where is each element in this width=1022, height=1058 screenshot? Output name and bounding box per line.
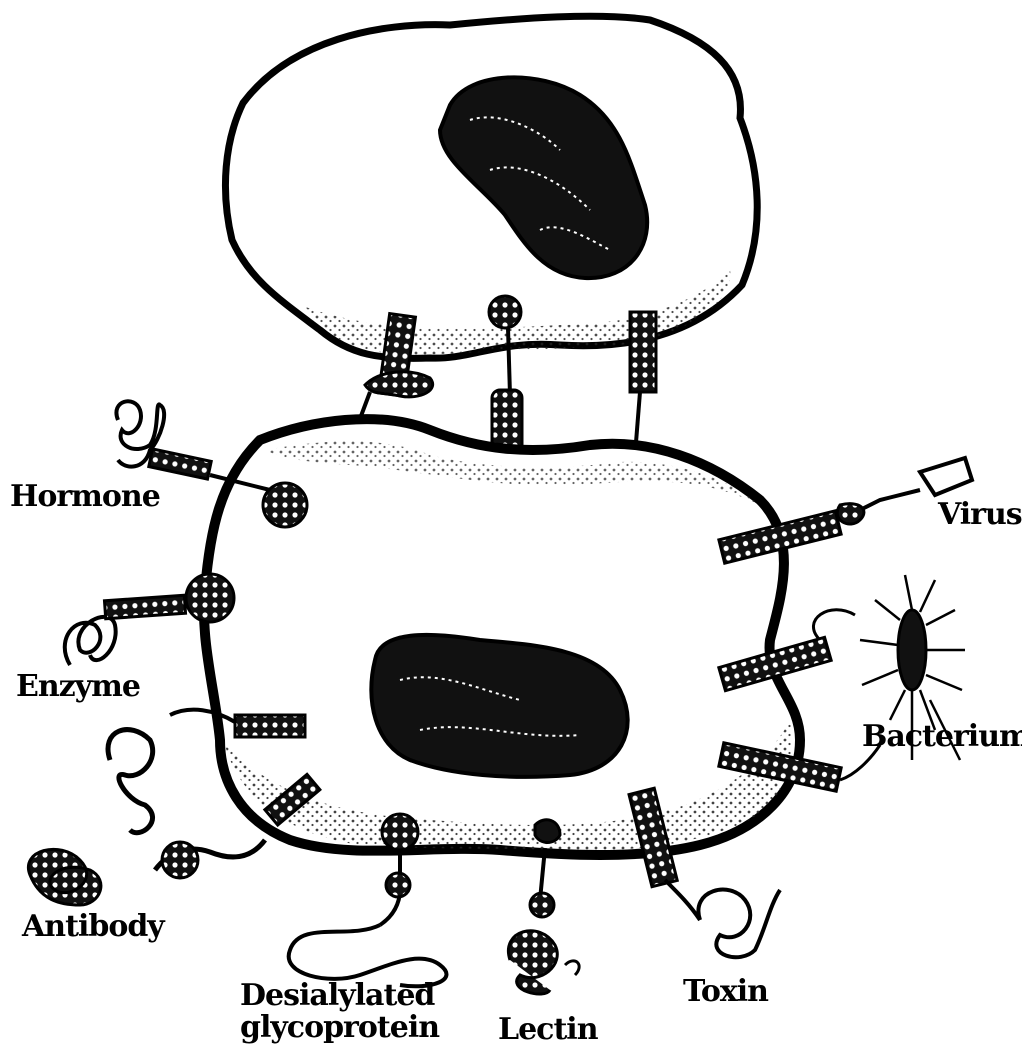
label-desialylated-glycoprotein: Desialylated glycoprotein — [240, 980, 430, 1043]
label-desialylated-line2: glycoprotein — [240, 1012, 430, 1044]
label-lectin: Lectin — [498, 1015, 598, 1045]
label-toxin: Toxin — [683, 977, 768, 1007]
label-antibody: Antibody — [22, 912, 164, 942]
label-desialylated-line1: Desialylated — [240, 980, 430, 1012]
label-virus: Virus — [938, 500, 1022, 530]
label-bacterium: Bacterium — [862, 722, 1022, 752]
label-enzyme: Enzyme — [16, 672, 140, 702]
label-hormone: Hormone — [10, 482, 160, 512]
